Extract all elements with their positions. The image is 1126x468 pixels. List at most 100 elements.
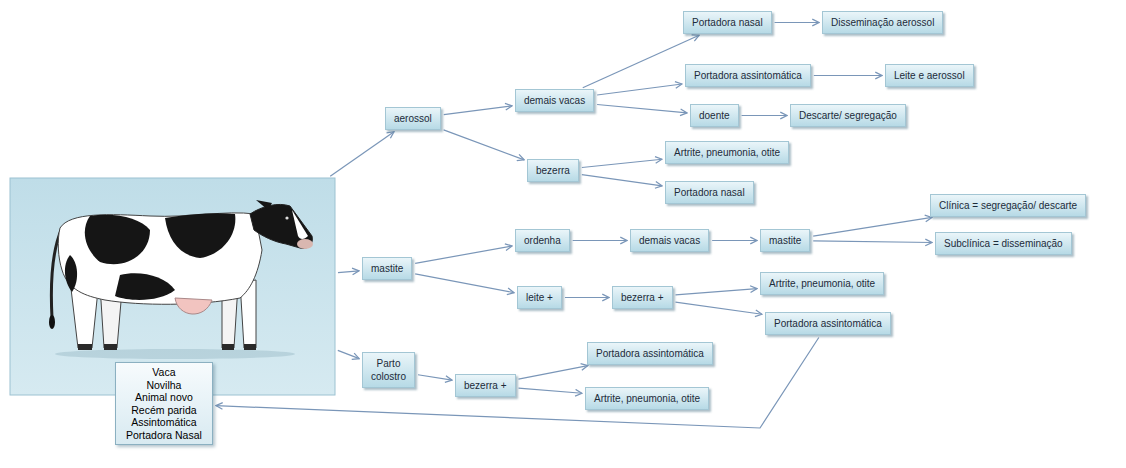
cow-udder [175,298,212,314]
node-label: Leite e aerossol [894,69,965,82]
process-box: Leite e aerossol [885,64,974,87]
process-box: bezerra + [612,286,673,309]
node-label: Clínica = segregação/ descarte [939,199,1077,212]
flow-arrow [415,274,514,293]
node-label: demais vacas [524,94,585,107]
node-label: Portadora assintomática [694,69,802,82]
node-label: mastite [769,234,801,247]
flow-arrow [813,241,932,243]
flow-arrow [338,350,359,358]
cow-patch [115,273,175,300]
process-box: ordenha [515,229,570,252]
process-box: mastite [362,257,412,280]
node-label: Vaca [126,366,202,379]
process-box: demais vacas [515,89,594,112]
node-label: Portadora nasal [692,16,763,29]
node-label: leite + [526,291,553,304]
node-label: mastite [371,262,403,275]
process-box: Subclínica = disseminação [935,232,1072,255]
process-box: bezerra [527,159,579,182]
cow-figure [49,200,313,359]
flow-arrow [418,375,452,380]
flow-arrow [597,84,682,95]
flow-arrow [676,302,763,314]
flow-arrow [518,366,587,379]
process-box: demais vacas [630,229,709,252]
process-box: Artrite, pneumonia, otite [585,387,709,410]
node-label: bezerra + [464,379,507,392]
process-box: Portadora assintomática [685,64,811,87]
animal-panel-node: VacaNovilhaAnimal novoRecém paridaAssint… [10,178,335,395]
cow-tail-tuft [49,315,55,329]
node-label: Portadora nasal [674,186,745,199]
flow-arrow [582,175,662,186]
node-label: Parto colostro [371,357,406,383]
cow-hoof [104,344,117,350]
node-label: Portadora assintomática [774,317,882,330]
node-label: Animal novo [126,391,202,404]
flow-arrow [597,104,687,112]
node-label: aerossol [394,112,432,125]
process-box: aerossol [385,107,441,130]
node-label: Novilha [126,379,202,392]
node-label: Disseminação aerossol [831,16,934,29]
node-label: Artrite, pneumonia, otite [674,146,780,159]
process-box: Portadora assintomática [765,312,891,335]
flow-arrow [330,132,394,177]
cow-shadow [55,349,295,359]
cow-muzzle [297,239,313,249]
cow-ear [256,200,272,210]
node-label: bezerra [536,164,570,177]
process-box: Portadora assintomática [587,342,713,365]
node-label: Artrite, pneumonia, otite [769,277,875,290]
cow-body [58,213,262,304]
node-label: Portadora assintomática [596,347,704,360]
node-label: ordenha [524,234,561,247]
flow-arrow [676,289,757,295]
flow-arrow [814,75,882,76]
node-label: doente [699,109,730,122]
node-label: demais vacas [639,234,700,247]
flow-arrow [444,130,525,160]
flow-arrow [444,106,512,115]
cow-patch [165,213,235,258]
cow-patch [85,215,150,264]
flow-arrow [583,35,699,88]
flow-arrow [775,22,819,23]
flow-arrow [582,159,662,167]
animal-list-box: VacaNovilhaAnimal novoRecém paridaAssint… [115,362,213,445]
process-box: Portadora nasal [683,11,772,34]
cow-patch [65,255,77,292]
flow-arrow [338,271,359,273]
process-box: Disseminação aerossol [822,11,943,34]
process-box: Clínica = segregação/ descarte [930,194,1086,217]
flow-arrow [813,217,932,236]
node-label: Recém parida [126,404,202,417]
flow-arrow [712,240,757,241]
cow-blaze [292,210,308,239]
flow-arrow [573,240,627,241]
node-label: Subclínica = disseminação [944,237,1063,250]
flow-arrow [742,115,787,116]
process-box: leite + [517,286,562,309]
flow-arrow [216,338,819,428]
node-label: Portadora Nasal [126,429,202,442]
cow-eye [285,216,288,219]
process-box: bezerra + [455,374,516,397]
cow-hoof [78,344,92,350]
process-box: mastite [760,229,810,252]
process-box: doente [690,104,739,127]
node-label: Descarte/ segregação [799,109,897,122]
process-box: Portadora nasal [665,181,754,204]
node-label: bezerra + [621,291,664,304]
flow-arrow [415,246,512,263]
cow-hoof [244,344,256,350]
flow-arrow [519,388,582,393]
node-label: Assintomática [126,416,202,429]
process-box: Artrite, pneumonia, otite [665,141,789,164]
process-box: Descarte/ segregação [790,104,906,127]
cow-head [250,204,312,248]
cow-hoof [222,344,234,350]
node-label: Artrite, pneumonia, otite [594,392,700,405]
